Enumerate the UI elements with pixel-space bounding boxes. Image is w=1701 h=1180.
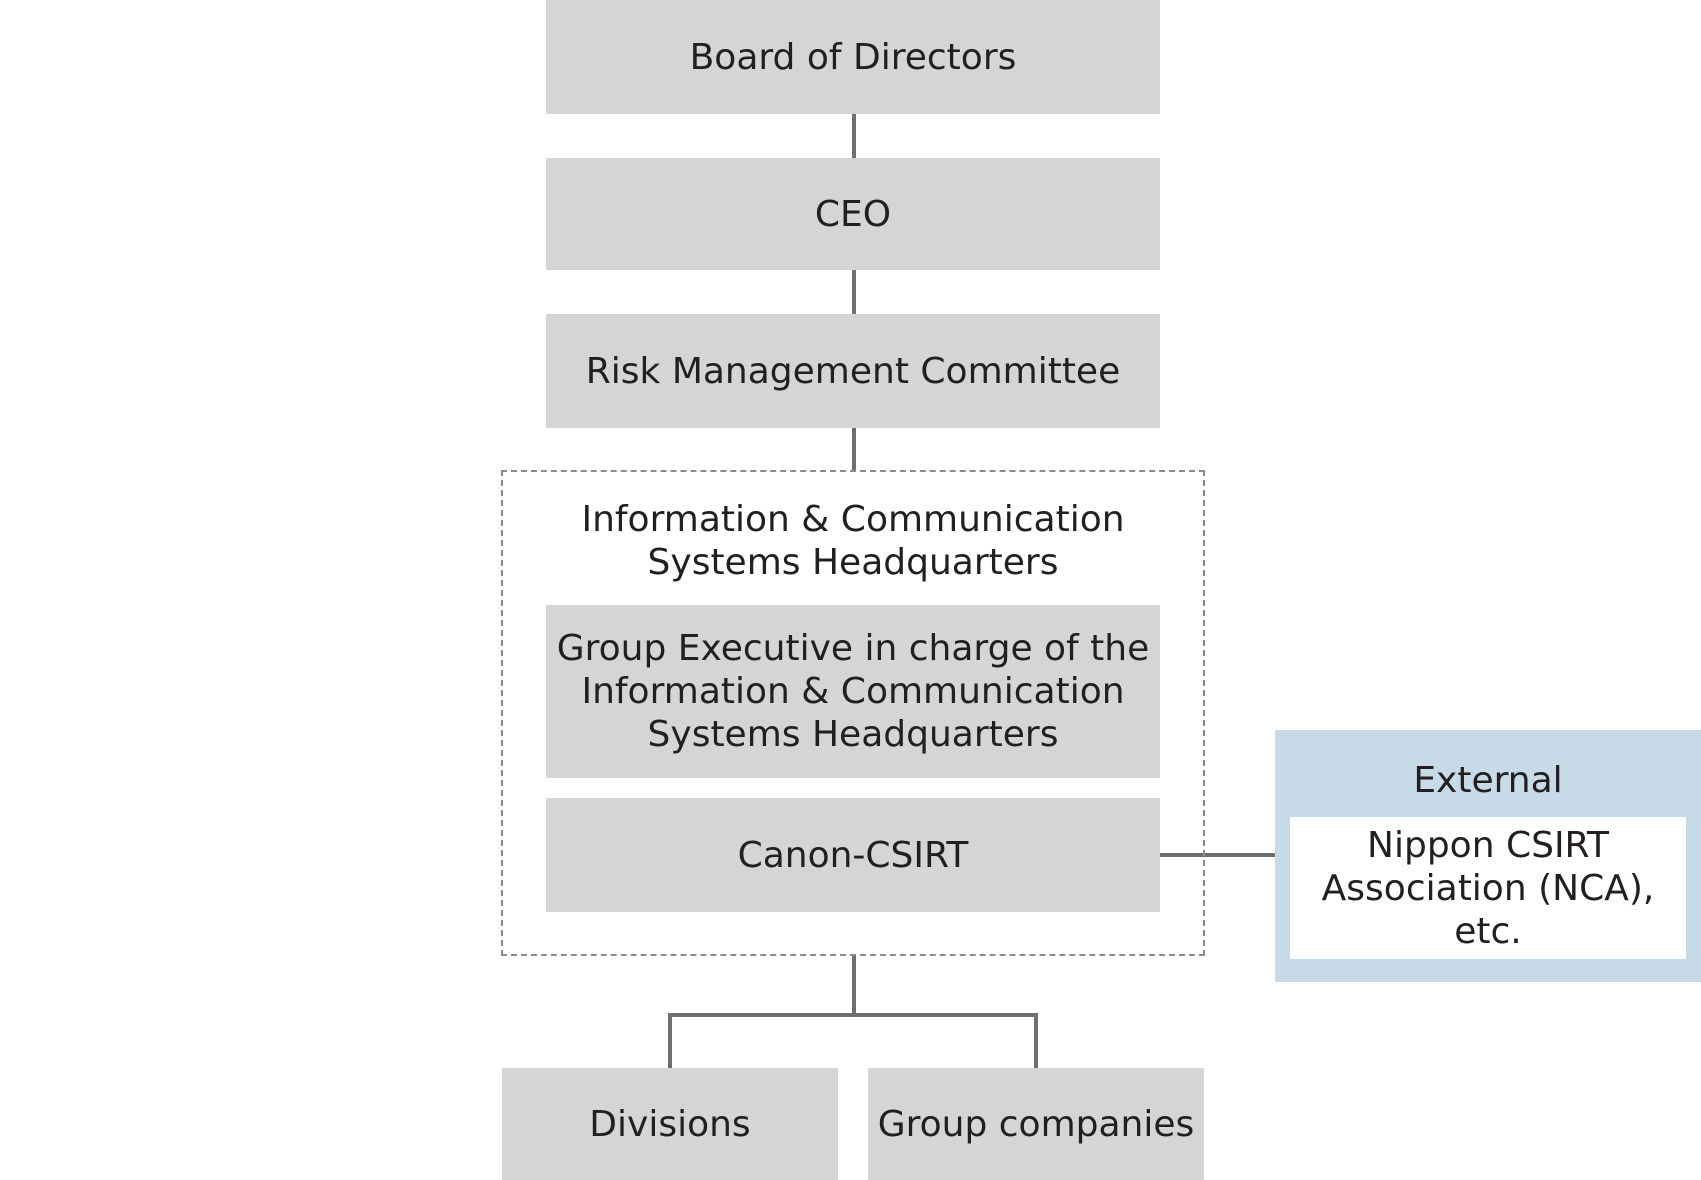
connector-ceo-risk <box>852 270 856 316</box>
connector-board-ceo <box>852 114 856 160</box>
ceo-box: CEO <box>546 158 1160 270</box>
connector-branch-group-companies <box>1034 1013 1038 1068</box>
group-executive-box: Group Executive in charge of the Informa… <box>546 605 1160 778</box>
connector-csirt-external <box>1160 853 1276 857</box>
group-companies-box: Group companies <box>868 1068 1204 1180</box>
connector-branch-divisions <box>668 1013 672 1068</box>
external-organization-box: Nippon CSIRT Association (NCA), etc. <box>1290 817 1686 959</box>
connector-ics-branch <box>852 956 856 1016</box>
board-of-directors-box: Board of Directors <box>546 0 1160 114</box>
canon-csirt-box: Canon-CSIRT <box>546 798 1160 912</box>
board-of-directors-label: Board of Directors <box>689 36 1017 78</box>
external-organization-label: Nippon CSIRT Association (NCA), etc. <box>1321 824 1655 952</box>
risk-management-committee-box: Risk Management Committee <box>546 314 1160 428</box>
risk-management-committee-label: Risk Management Committee <box>585 350 1121 392</box>
divisions-box: Divisions <box>502 1068 838 1180</box>
connector-risk-ics <box>852 428 856 472</box>
ceo-label: CEO <box>814 193 892 235</box>
external-title: External <box>1413 760 1563 801</box>
divisions-label: Divisions <box>589 1103 751 1145</box>
connector-branch-horizontal <box>668 1013 1038 1017</box>
group-companies-label: Group companies <box>877 1103 1195 1145</box>
group-executive-label: Group Executive in charge of the Informa… <box>556 628 1150 755</box>
ics-headquarters-title: Information & Communication Systems Head… <box>581 499 1125 583</box>
canon-csirt-label: Canon-CSIRT <box>737 834 969 876</box>
ics-headquarters-group <box>501 470 1205 956</box>
